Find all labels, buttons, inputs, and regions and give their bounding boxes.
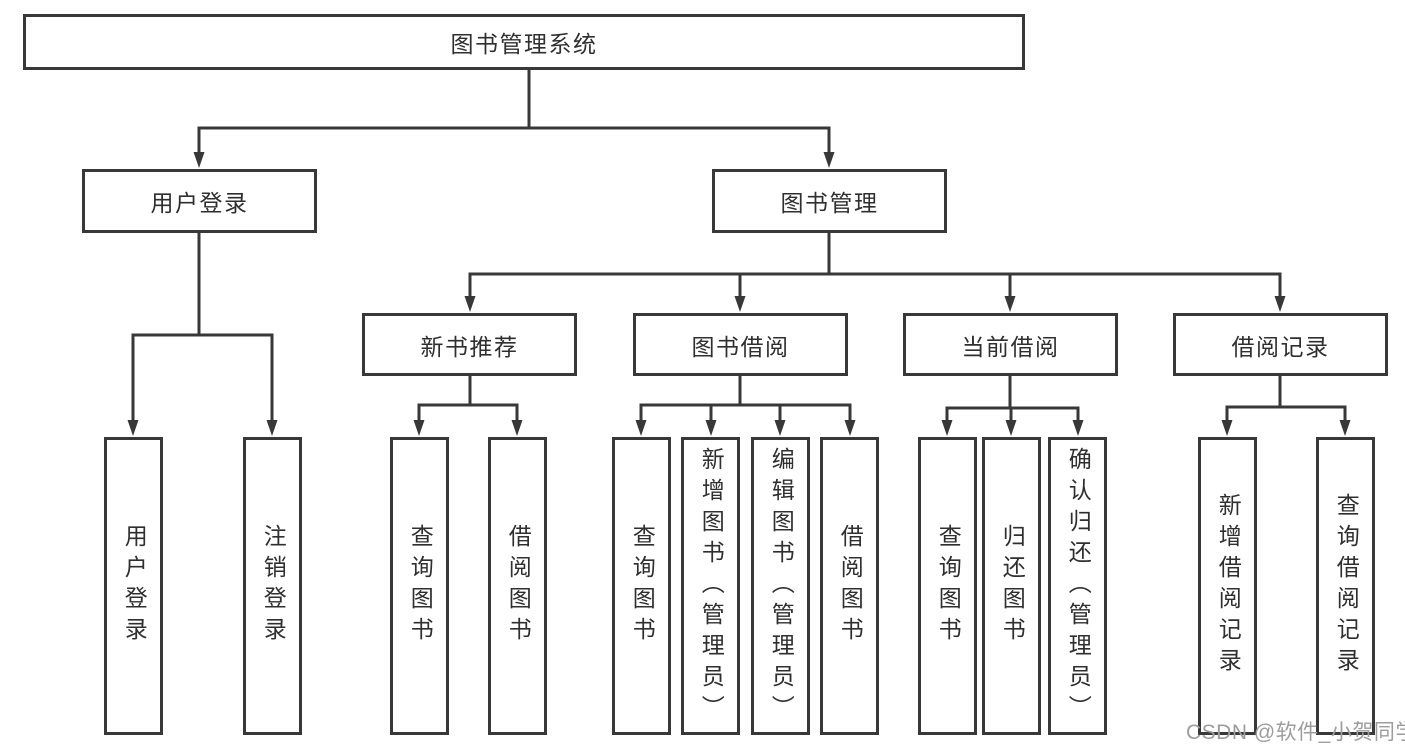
node-borrowing-records: 借阅记录: [1173, 313, 1388, 376]
watermark: CSDN @软件_小贺同学: [1186, 721, 1405, 744]
leaf-label: 查询图书: [629, 524, 656, 648]
leaf-query-books-current: 查询图书: [918, 437, 977, 735]
leaf-label: 查询借阅记录: [1333, 493, 1360, 679]
leaf-label: 注销登录: [260, 524, 287, 648]
leaf-borrow-books-borrowing: 借阅图书: [820, 437, 879, 735]
leaf-query-books-recommend: 查询图书: [390, 437, 449, 735]
node-new-book-recommendation: 新书推荐: [362, 313, 577, 376]
leaf-borrow-books-recommend: 借阅图书: [488, 437, 547, 735]
node-current-borrowing: 当前借阅: [903, 313, 1118, 376]
node-book-management: 图书管理: [712, 169, 947, 233]
node-book-borrowing: 图书借阅: [633, 313, 848, 376]
node-root: 图书管理系统: [23, 14, 1025, 70]
connector-segments: [131, 70, 1347, 422]
leaf-logout-login: 注销登录: [243, 437, 302, 735]
leaf-label: 查询图书: [407, 524, 434, 648]
leaf-label: 借阅图书: [837, 524, 864, 648]
leaf-edit-books-admin: 编辑图书（管理员）: [751, 437, 810, 735]
node-user-login: 用户登录: [82, 169, 317, 233]
leaf-label: 归还图书: [999, 524, 1026, 648]
leaf-label: 确认归还（管理员）: [1065, 446, 1092, 726]
leaf-label: 用户登录: [121, 524, 148, 648]
leaf-label: 新增借阅记录: [1215, 493, 1242, 679]
leaf-label: 借阅图书: [505, 524, 532, 648]
leaf-add-books-admin: 新增图书（管理员）: [681, 437, 740, 735]
arrowheads: [127, 152, 1351, 436]
leaf-label: 新增图书（管理员）: [698, 446, 725, 726]
leaf-query-borrow-record: 查询借阅记录: [1316, 437, 1375, 735]
leaf-add-borrow-record: 新增借阅记录: [1198, 437, 1257, 735]
leaf-return-books: 归还图书: [982, 437, 1041, 735]
leaf-label: 查询图书: [935, 524, 962, 648]
leaf-confirm-return-admin: 确认归还（管理员）: [1048, 437, 1107, 735]
leaf-user-login: 用户登录: [104, 437, 163, 735]
leaf-query-books-borrowing: 查询图书: [612, 437, 671, 735]
leaf-label: 编辑图书（管理员）: [768, 446, 795, 726]
